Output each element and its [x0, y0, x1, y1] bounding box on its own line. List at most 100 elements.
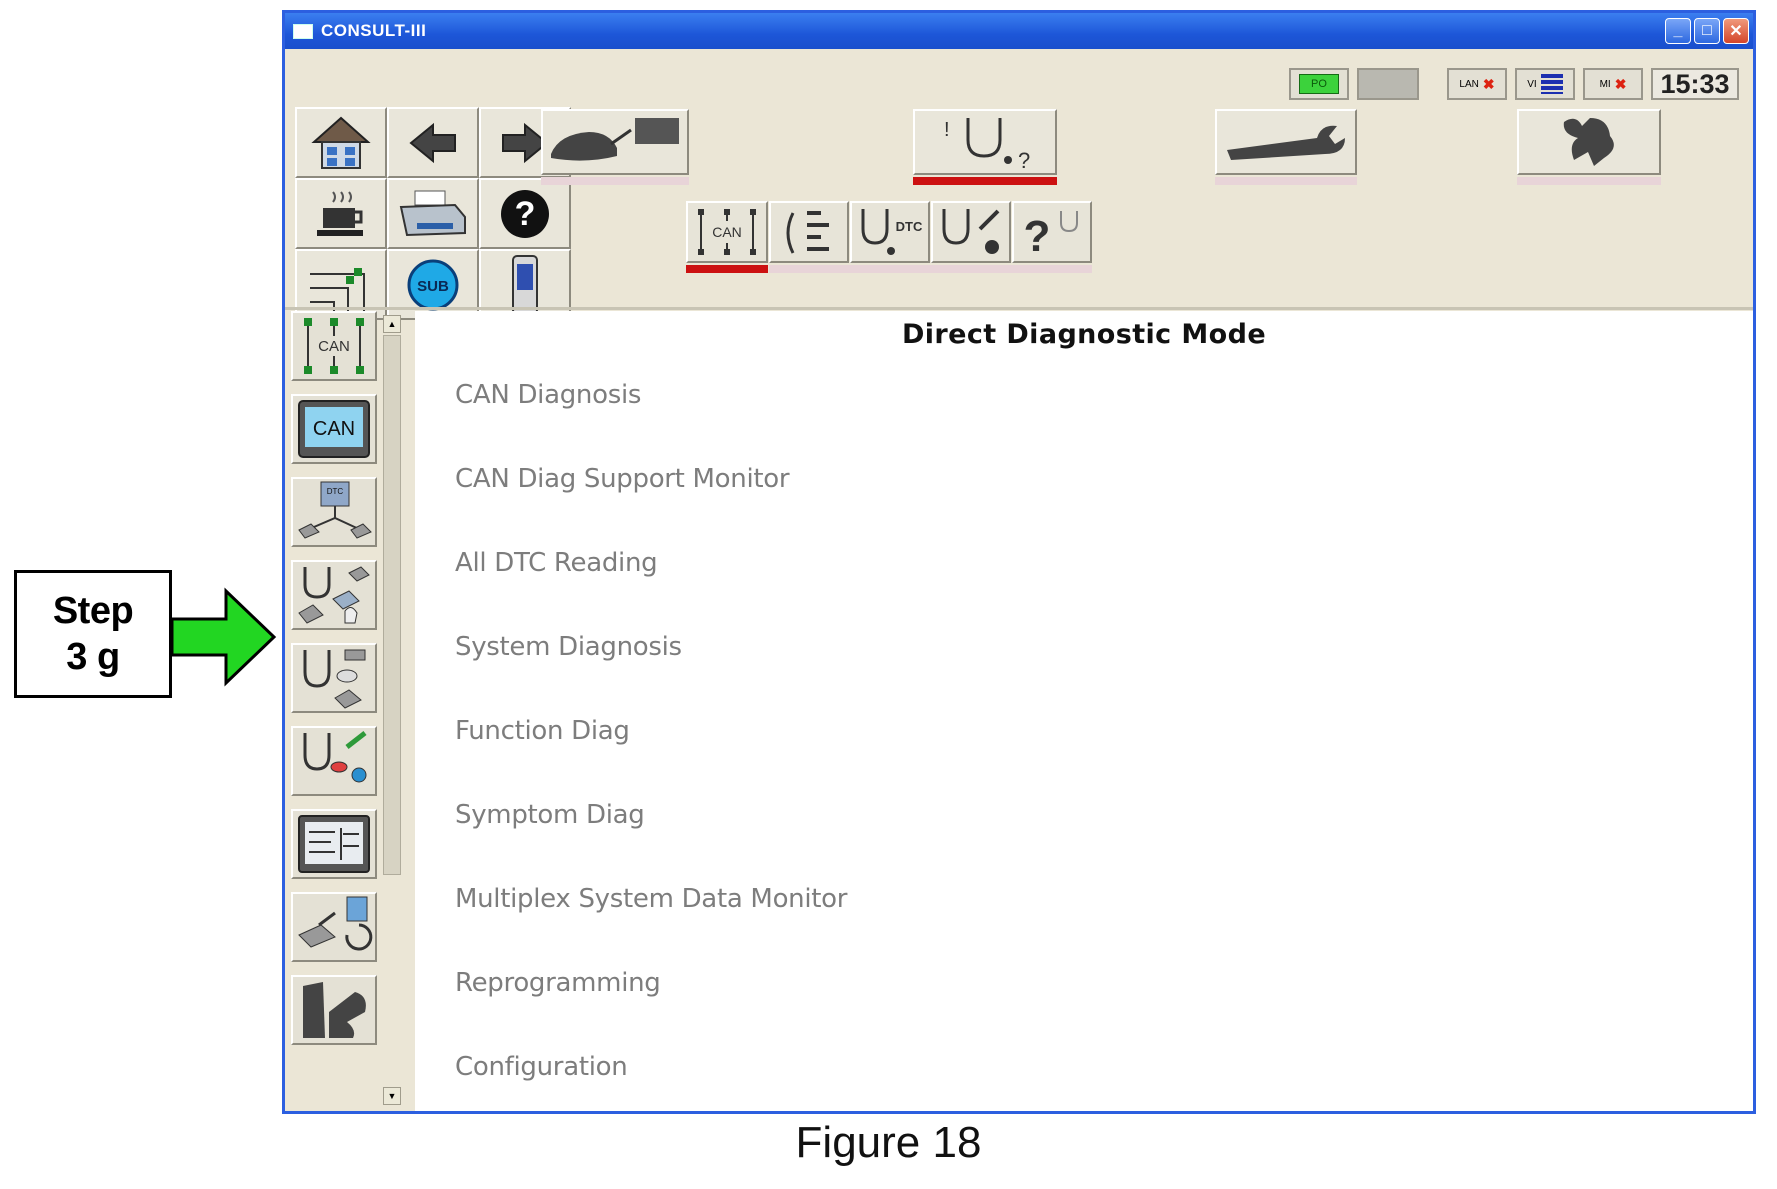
- clock: 15:33: [1651, 68, 1739, 100]
- diagnosis-mode-button[interactable]: ! ?: [913, 109, 1057, 175]
- sidebar-can-screen-label: CAN: [313, 418, 355, 440]
- menu-item-all-dtc-reading[interactable]: All DTC Reading: [455, 548, 658, 578]
- ecu-status-indicator: PO: [1289, 68, 1349, 100]
- title-bar[interactable]: CONSULT-III _ □ ✕: [285, 13, 1753, 49]
- home-icon: [311, 116, 371, 169]
- minimize-button[interactable]: _: [1665, 18, 1691, 44]
- page-title: Direct Diagnostic Mode: [901, 319, 1267, 350]
- sidebar-reprogramming[interactable]: [291, 892, 377, 962]
- submode-help-diag[interactable]: ?: [1012, 201, 1092, 263]
- main-panel: Direct Diagnostic Mode CAN Diagnosis CAN…: [415, 311, 1753, 1111]
- menu-item-multiplex-system-data-monitor[interactable]: Multiplex System Data Monitor: [455, 884, 848, 914]
- can-network-icon: CAN: [304, 318, 364, 374]
- svg-text:?: ?: [1024, 212, 1051, 259]
- sidebar-configuration[interactable]: [291, 975, 377, 1045]
- vi-bars-icon: [1540, 74, 1563, 94]
- window-title: CONSULT-III: [321, 21, 427, 40]
- puzzle-icon: [1563, 118, 1614, 166]
- repair-mode-button[interactable]: [1215, 109, 1357, 175]
- mi-label: MI: [1599, 78, 1611, 90]
- scroll-up-arrow-icon[interactable]: ▲: [383, 315, 401, 333]
- svg-text:!: !: [944, 119, 950, 141]
- wrench-icon: [1227, 125, 1345, 160]
- sidebar-symptom-diag[interactable]: [291, 726, 377, 796]
- sidebar-can-support-monitor[interactable]: CAN: [291, 394, 377, 464]
- can-network-icon: CAN: [698, 209, 756, 255]
- submode-can[interactable]: CAN: [686, 201, 768, 263]
- utility-mode-button[interactable]: [1517, 109, 1661, 175]
- menu-item-function-diag[interactable]: Function Diag: [455, 716, 630, 746]
- scroll-track[interactable]: [383, 335, 401, 875]
- arrow-right-icon: [502, 122, 549, 163]
- lan-label: LAN: [1459, 78, 1479, 90]
- sidebar-dtc-label: DTC: [327, 487, 344, 496]
- printer-icon: [399, 190, 466, 236]
- svg-text:?: ?: [1018, 148, 1030, 172]
- power-led-icon: PO: [1299, 74, 1339, 94]
- sidebar: CAN CAN DTC: [291, 311, 401, 1105]
- can-sub-label: CAN: [712, 224, 742, 240]
- close-button[interactable]: ✕: [1723, 18, 1749, 44]
- arrow-left-icon: [409, 122, 456, 163]
- system-diagnosis-icon: [298, 566, 370, 624]
- coffee-cup-icon: [317, 190, 363, 236]
- symptom-diag-icon: [303, 731, 367, 783]
- menu-item-configuration[interactable]: Configuration: [455, 1052, 628, 1082]
- sidebar-system-diagnosis[interactable]: [291, 560, 377, 630]
- app-body: PO LAN ✖ VI MI ✖ 15:33: [285, 49, 1753, 1111]
- back-button[interactable]: [387, 107, 479, 178]
- sidebar-function-diag[interactable]: [291, 643, 377, 713]
- callout-line1: Step: [52, 590, 134, 632]
- submode-row-underline: [769, 265, 1092, 273]
- can-monitor-icon: CAN: [298, 400, 370, 458]
- stethoscope-dtc-icon: DTC: [861, 209, 923, 255]
- toolbar-separator: [285, 307, 1753, 310]
- home-button[interactable]: [295, 107, 387, 178]
- sub-label: SUB: [417, 278, 449, 295]
- battery-indicator: [1357, 68, 1419, 100]
- green-arrow-icon: [170, 587, 277, 687]
- consult-window: CONSULT-III _ □ ✕ PO LAN ✖ VI MI ✖: [282, 10, 1756, 1114]
- step-callout: Step 3 g: [14, 570, 172, 698]
- function-diag-icon: [303, 649, 366, 709]
- print-button[interactable]: [387, 178, 479, 249]
- vi-indicator: VI: [1515, 68, 1575, 100]
- submode-dtc[interactable]: DTC: [850, 201, 930, 263]
- coffee-button[interactable]: [295, 178, 387, 249]
- vehicle-mode-button[interactable]: [541, 109, 689, 175]
- vi-label: VI: [1527, 78, 1537, 90]
- menu-item-symptom-diag[interactable]: Symptom Diag: [455, 800, 645, 830]
- menu-item-can-diag-support-monitor[interactable]: CAN Diag Support Monitor: [455, 464, 790, 494]
- callout-line2: 3 g: [66, 636, 120, 678]
- menu-item-can-diagnosis[interactable]: CAN Diagnosis: [455, 380, 642, 410]
- can-submode-active-underline: [686, 265, 768, 273]
- sidebar-scrollbar[interactable]: ▲ ▼: [383, 315, 401, 1105]
- diagnosis-menu: CAN Diagnosis CAN Diag Support Monitor A…: [455, 353, 847, 1109]
- app-icon: [293, 23, 313, 39]
- menu-item-system-diagnosis[interactable]: System Diagnosis: [455, 632, 682, 662]
- lan-indicator: LAN ✖: [1447, 68, 1507, 100]
- stethoscope-question-icon: ! ?: [944, 118, 1030, 172]
- maximize-button[interactable]: □: [1694, 18, 1720, 44]
- data-monitor-screen-icon: [298, 815, 370, 873]
- sidebar-all-dtc-reading[interactable]: DTC: [291, 477, 377, 547]
- repair-mode-underline: [1215, 177, 1357, 185]
- reprogramming-icon: [298, 896, 373, 951]
- car-connect-icon: [551, 118, 679, 161]
- svg-text:?: ?: [515, 195, 536, 233]
- sidebar-can-diagnosis[interactable]: CAN: [291, 311, 377, 381]
- dtc-network-icon: DTC: [298, 481, 372, 539]
- help-icon: ?: [501, 189, 549, 238]
- nav-toolbar: ? SUB: [295, 107, 571, 320]
- submode-data-monitor[interactable]: [769, 201, 849, 263]
- help-button[interactable]: ?: [479, 178, 571, 249]
- status-bar: PO LAN ✖ VI MI ✖ 15:33: [1289, 68, 1739, 100]
- data-monitor-icon: [786, 211, 829, 254]
- scroll-down-arrow-icon[interactable]: ▼: [383, 1087, 401, 1105]
- submode-active-test[interactable]: [931, 201, 1011, 263]
- disconnected-icon: ✖: [1614, 75, 1627, 92]
- sidebar-multiplex-data-monitor[interactable]: [291, 809, 377, 879]
- menu-item-reprogramming[interactable]: Reprogramming: [455, 968, 661, 998]
- sidebar-can-label: CAN: [318, 338, 350, 355]
- mi-indicator: MI ✖: [1583, 68, 1643, 100]
